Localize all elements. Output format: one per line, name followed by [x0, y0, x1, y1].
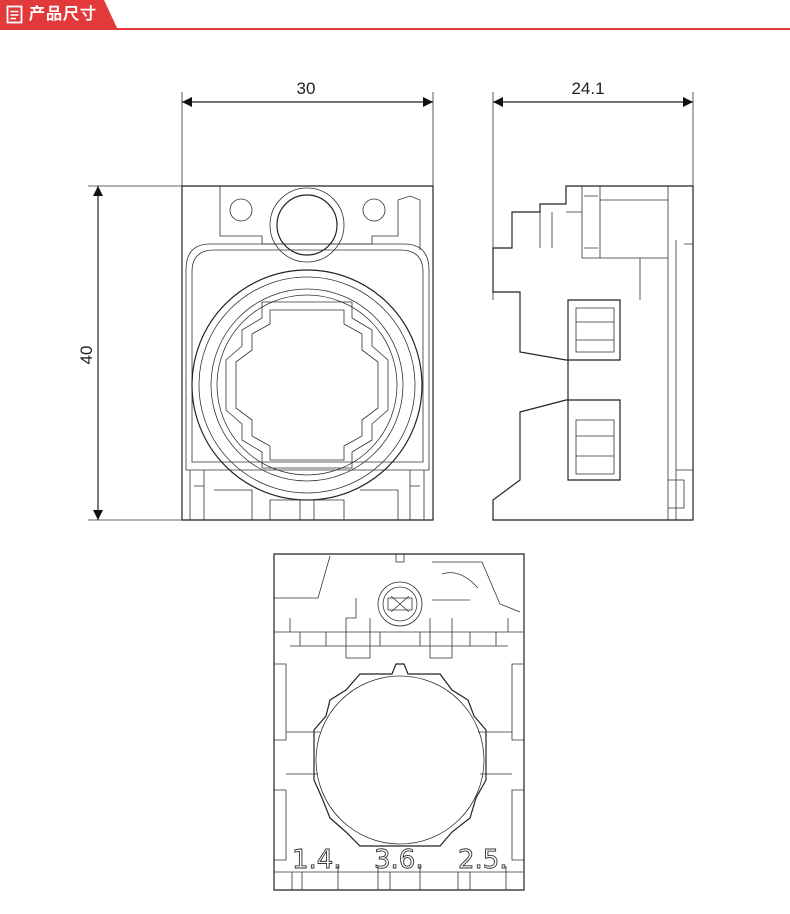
- header-tab: 产品尺寸: [0, 0, 118, 30]
- header-rule: [0, 28, 790, 30]
- terminal-label-left: 1.4.: [292, 845, 342, 875]
- front-height-label: 40: [77, 346, 96, 365]
- terminal-label-middle: 3.6.: [374, 845, 424, 875]
- section-header: 产品尺寸: [0, 0, 790, 32]
- front-view: 30 40: [77, 79, 434, 521]
- document-icon: [6, 5, 23, 24]
- header-title: 产品尺寸: [29, 6, 98, 23]
- side-view: 24.1: [492, 79, 694, 521]
- front-width-label: 30: [297, 79, 316, 98]
- bottom-view: 1.4. 3.6. 2.5.: [273, 553, 525, 891]
- side-depth-label: 24.1: [571, 79, 604, 98]
- terminal-label-right: 2.5.: [458, 845, 508, 875]
